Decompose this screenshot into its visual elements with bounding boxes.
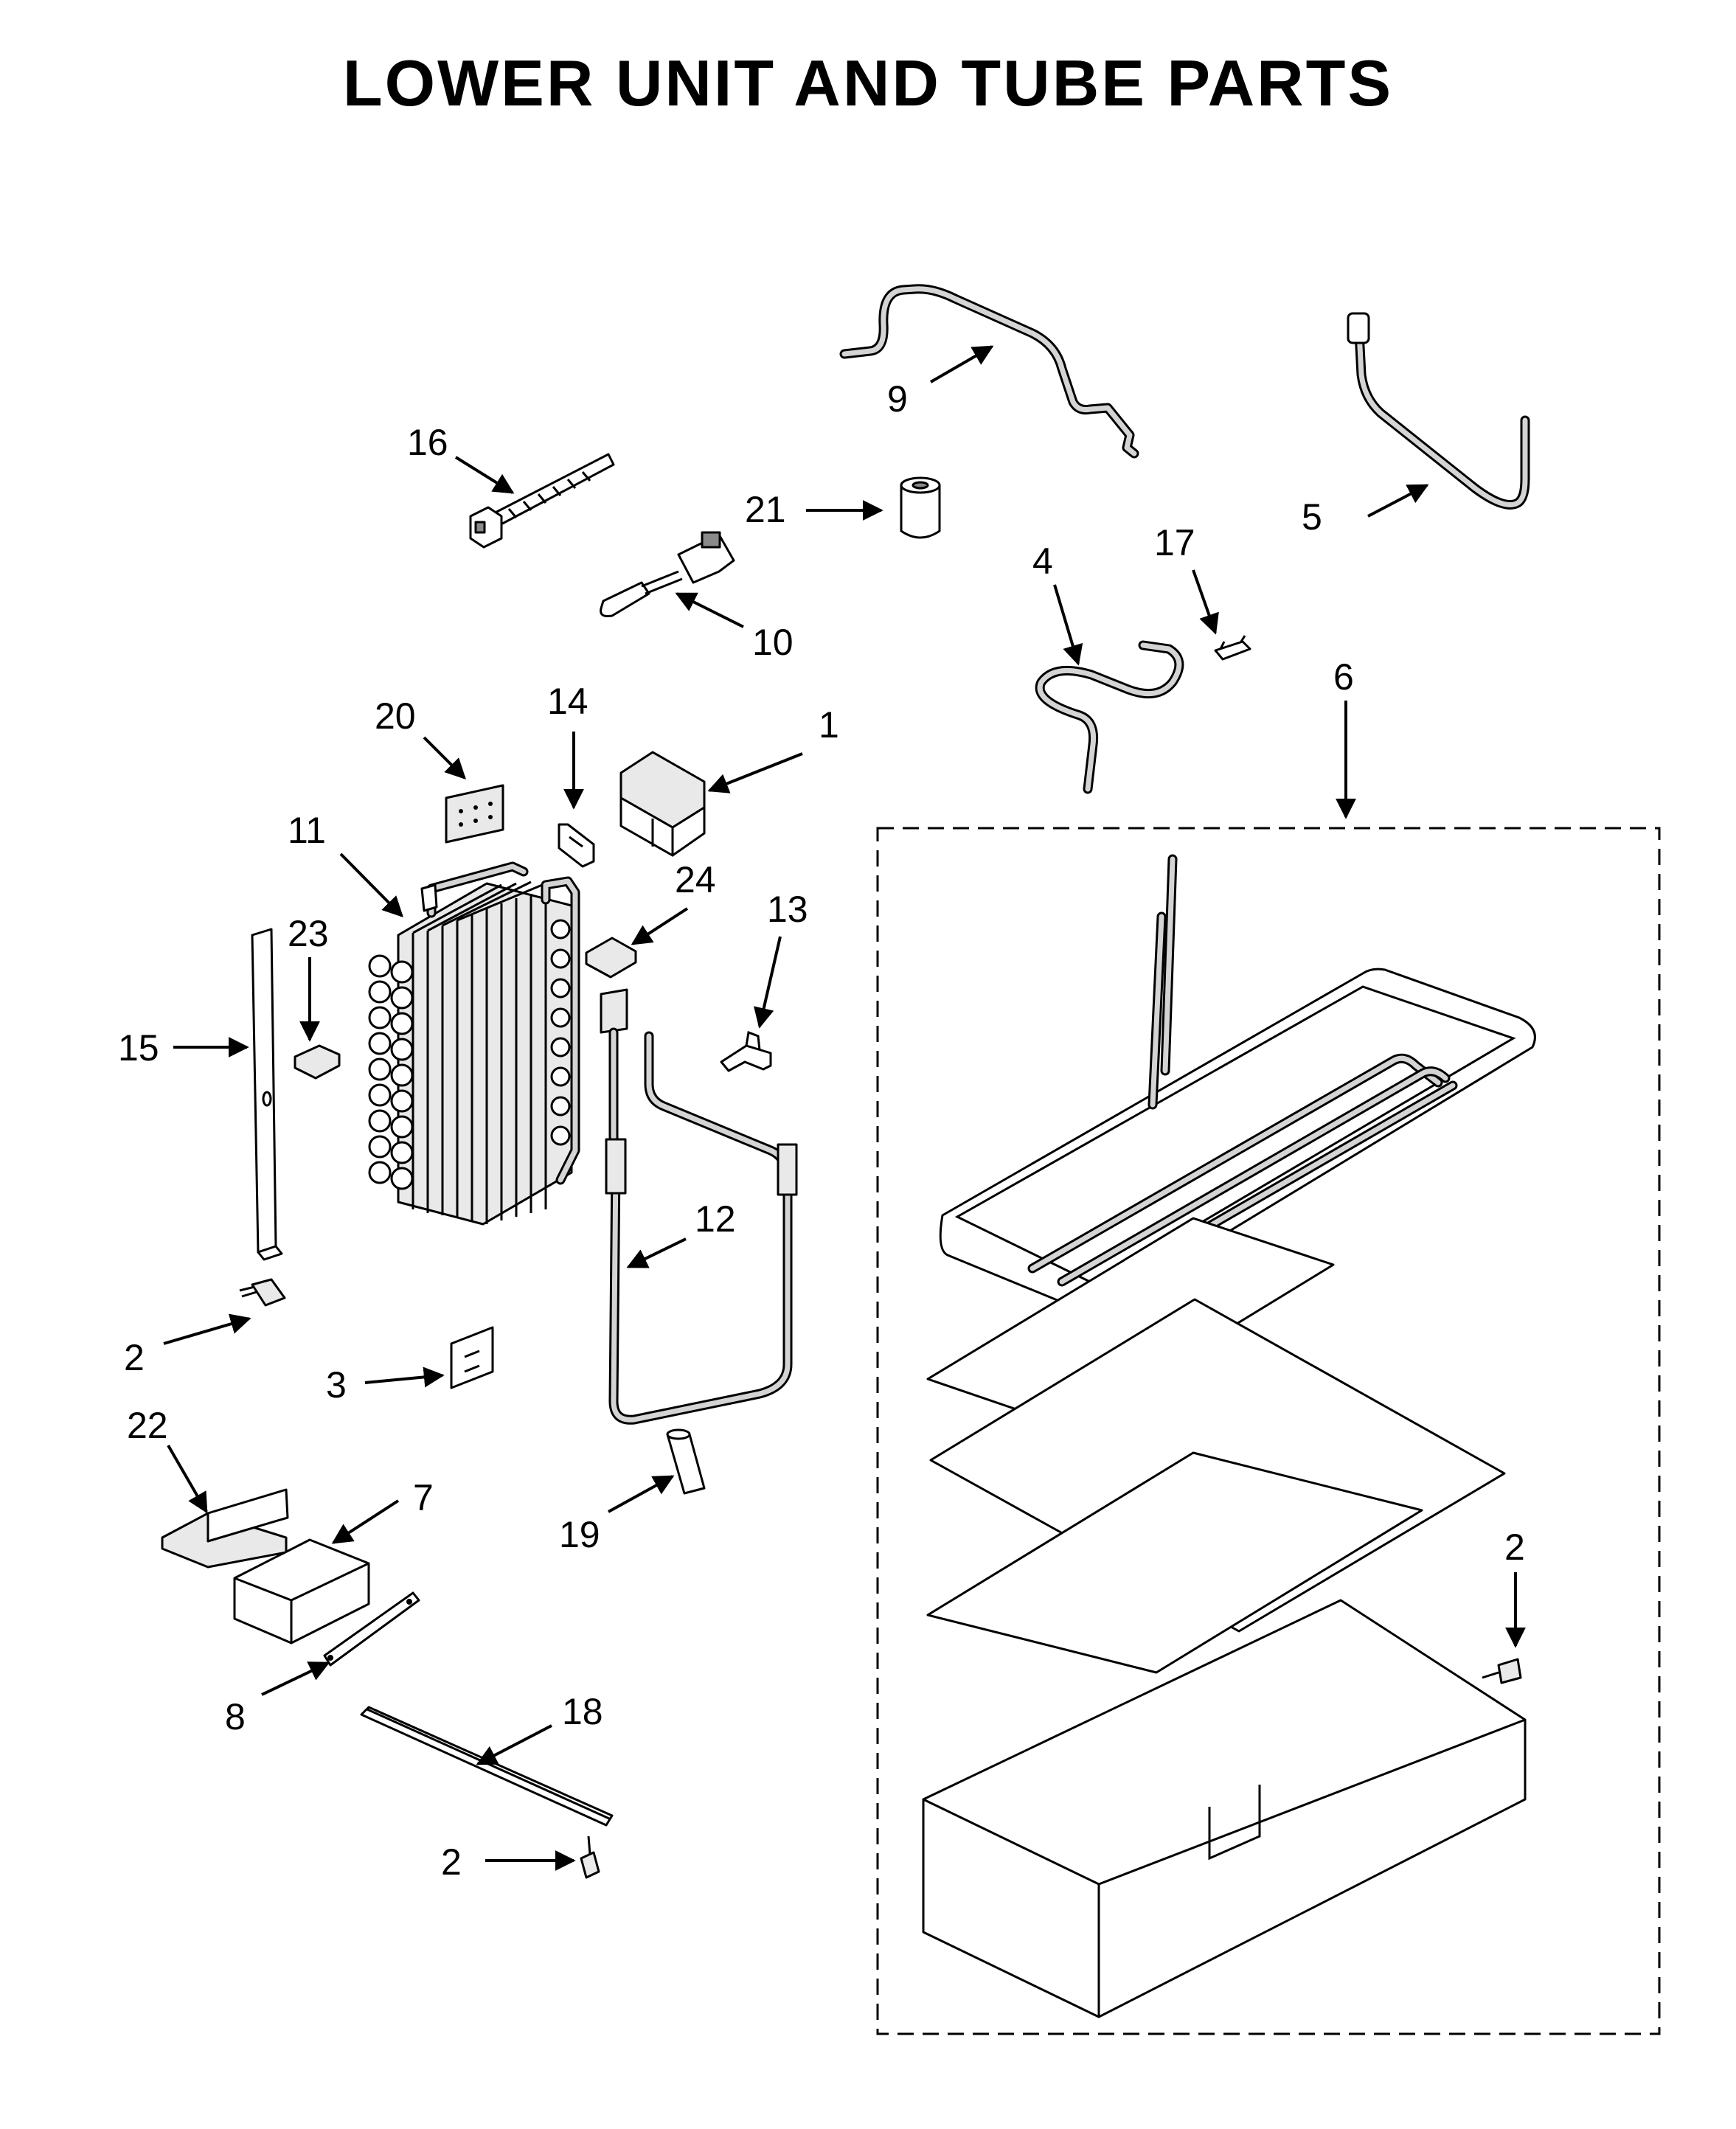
part-2-screw-bottom[interactable]	[580, 1835, 600, 1879]
callout-11: 11	[288, 810, 326, 851]
part-11-evaporator[interactable]	[368, 861, 580, 1226]
part-19-sleeve[interactable]	[666, 1428, 706, 1495]
callout-8: 8	[225, 1696, 246, 1737]
callout-1: 1	[819, 704, 839, 746]
part-2-screw-right[interactable]	[1482, 1658, 1522, 1684]
callout-20: 20	[375, 695, 416, 737]
callout-21: 21	[745, 489, 786, 530]
callout-9: 9	[887, 378, 908, 420]
page-title: LOWER UNIT AND TUBE PARTS	[342, 46, 1394, 119]
callout-10: 10	[752, 622, 794, 663]
part-15-strip[interactable]	[251, 928, 283, 1261]
part-9-tube[interactable]	[839, 284, 1139, 459]
part-17-clip[interactable]	[1214, 635, 1251, 661]
part-5-tube[interactable]	[1347, 312, 1530, 510]
leader-arrows	[163, 345, 1526, 1871]
callout-12: 12	[695, 1198, 736, 1240]
callout-19: 19	[559, 1514, 600, 1555]
callout-5: 5	[1302, 496, 1322, 538]
callout-18: 18	[562, 1691, 603, 1732]
callout-labels: 9 5 16 21 10 4 17 6 20 14 1 11 24 13 23 …	[118, 378, 1525, 1883]
callout-14: 14	[547, 681, 588, 722]
part-4-tube[interactable]	[1035, 640, 1184, 794]
part-24-pad[interactable]	[585, 937, 637, 979]
callout-23: 23	[288, 913, 329, 954]
callout-17: 17	[1154, 522, 1195, 563]
callout-13: 13	[767, 889, 808, 930]
part-22-cover[interactable]	[161, 1488, 289, 1569]
part-2-screw-left[interactable]	[239, 1278, 286, 1307]
callout-3: 3	[326, 1364, 347, 1406]
callout-2: 2	[124, 1337, 145, 1378]
part-13-clip[interactable]	[720, 1030, 772, 1072]
callout-24: 24	[675, 859, 716, 900]
callout-2: 2	[1504, 1527, 1525, 1568]
callout-16: 16	[407, 422, 448, 463]
callout-4: 4	[1032, 541, 1053, 582]
part-10-sensor[interactable]	[600, 531, 735, 617]
callout-6: 6	[1333, 656, 1354, 698]
part-12-tube-assembly[interactable]	[600, 988, 798, 1425]
part-23-pad[interactable]	[294, 1044, 341, 1080]
part-20-pad[interactable]	[445, 784, 504, 844]
part-1-bracket[interactable]	[619, 751, 706, 857]
part-14-bracket[interactable]	[558, 823, 595, 868]
part-16-cable-tie[interactable]	[469, 453, 615, 549]
callout-7: 7	[413, 1477, 434, 1518]
callout-15: 15	[118, 1027, 159, 1069]
callout-22: 22	[127, 1405, 168, 1446]
part-6-drain-pan-assembly[interactable]	[876, 827, 1661, 2035]
part-21-sleeve[interactable]	[900, 476, 941, 539]
callout-2: 2	[441, 1841, 462, 1883]
part-7-box[interactable]	[233, 1538, 370, 1644]
part-3-bracket[interactable]	[450, 1326, 494, 1389]
